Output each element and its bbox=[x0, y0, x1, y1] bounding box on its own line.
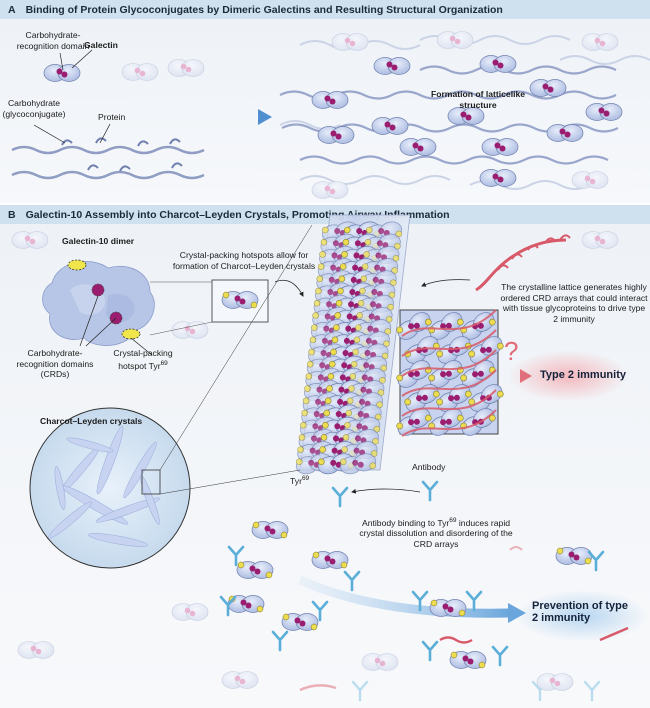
carbohydrate-label: Carbohydrate (glycoconjugate) bbox=[2, 98, 66, 119]
tyr-hotspot-label: Crystal-packing hotspot Tyr69 bbox=[113, 348, 173, 371]
panel-a-background bbox=[0, 19, 650, 203]
crds-label: Carbohydrate-recognition domains (CRDs) bbox=[16, 348, 94, 379]
carbohydrates-a bbox=[61, 137, 183, 172]
inset-glycoprotein bbox=[401, 349, 497, 377]
type-2-immunity-label: Type 2 immunity bbox=[540, 369, 626, 381]
galectin-label: Galectin bbox=[84, 40, 118, 50]
panel-a-letter: A bbox=[8, 3, 16, 16]
panel-b-letter: B bbox=[8, 208, 16, 221]
antibody-binding-text: Antibody binding to Tyr69 induces rapid … bbox=[359, 517, 513, 549]
lattice-label: Formation of latticelike structure bbox=[430, 89, 526, 110]
inset-glycoprotein bbox=[401, 369, 497, 397]
inset-glycoprotein bbox=[401, 329, 497, 357]
charcot-leyden-crystals-label: Charcot–Leyden crystals bbox=[40, 416, 143, 426]
crystal-needles bbox=[48, 425, 161, 547]
panel-a-title: Binding of Protein Glycoconjugates by Di… bbox=[25, 3, 503, 16]
crystal-packing-hotspots-label: Crystal-packing hotspots allow for forma… bbox=[172, 250, 316, 271]
tyr69-label: Tyr69 bbox=[290, 475, 310, 486]
antibody-at-crystal bbox=[331, 486, 349, 508]
callout-galectin-10 bbox=[221, 291, 259, 309]
inset-lattice bbox=[393, 308, 507, 440]
inset-glycoprotein bbox=[401, 309, 497, 337]
type2-glow bbox=[508, 350, 628, 402]
question-mark: ? bbox=[504, 336, 519, 366]
protein-strands-a bbox=[11, 145, 205, 180]
lattice-explanation: The crystalline lattice generates highly… bbox=[500, 282, 648, 324]
charcot-leyden-crystals-circle bbox=[29, 407, 191, 569]
galectin-10-dimer-label: Galectin-10 dimer bbox=[62, 236, 135, 246]
antibody-label-icon bbox=[421, 480, 439, 502]
protein-label: Protein bbox=[98, 112, 126, 122]
galectin-10-dimer bbox=[42, 259, 155, 346]
prevention-label: Prevention of type 2 immunity bbox=[532, 600, 628, 624]
crd-label: Carbohydrate-recognition domain bbox=[16, 30, 90, 51]
antibody-label: Antibody bbox=[412, 462, 446, 472]
panel-a-banner: A Binding of Protein Glycoconjugates by … bbox=[0, 0, 650, 19]
inset-glycoprotein bbox=[401, 389, 497, 417]
galectin-example bbox=[43, 64, 81, 82]
inset-glycoprotein bbox=[401, 409, 497, 437]
